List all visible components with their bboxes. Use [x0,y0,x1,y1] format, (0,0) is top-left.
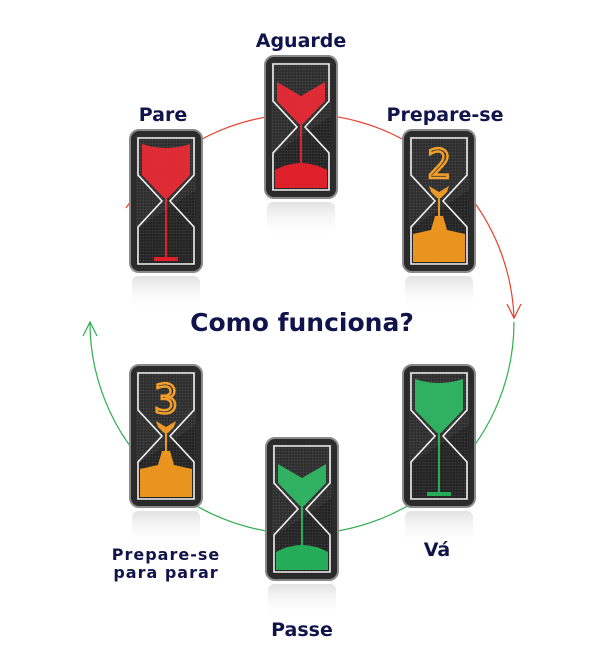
light-label-pare: Pare [139,106,188,125]
glass-glare [136,136,196,230]
sand-base [154,257,178,261]
diagram-title: Como funciona? [190,308,414,337]
glass-glare [409,371,469,465]
light-reflection [132,276,200,312]
light-reflection [405,276,473,312]
glass-glare [409,136,469,230]
hourglass-outline [273,445,331,573]
sand-pile [140,451,192,497]
sand-stream [165,198,167,258]
hourglass-light-va [402,364,476,547]
label-line: Passe [271,619,333,641]
glass-glare [272,444,332,538]
arrow-down-icon [506,303,522,320]
sand-top [278,464,326,506]
sand-stream [300,124,302,164]
hourglass-outline [410,137,468,265]
light-reflection [132,511,200,547]
sand-top [156,421,176,433]
light-reflection [405,511,473,547]
light-label-passe: Passe [271,621,333,640]
light-label-va: Vá [424,541,451,560]
hourglass-light-prepare-se: 2 [402,129,476,312]
sand-stream [438,433,440,493]
hourglass-light-prepare-se-para-parar: 3 [129,364,203,547]
hourglass-outline [137,372,195,500]
sand-base [427,492,451,496]
sand-stream [165,433,167,453]
label-line-2: para parar [113,563,219,582]
hourglass-light-passe [265,437,339,620]
label-line: Prepare-se [386,104,504,126]
light-label-prepare-se: Prepare-se [387,106,504,125]
sand-stream [438,198,440,218]
countdown-digit: 3 [154,377,178,423]
hourglass-light-aguarde [264,55,338,238]
hourglass-outline [272,63,330,191]
glass-glare [271,62,331,156]
label-line: Aguarde [255,30,347,52]
sand-stream [301,506,303,546]
sand-top [277,82,325,124]
sand-pile [275,163,327,188]
countdown-digit: 2 [427,142,451,188]
label-line: Pare [138,104,188,126]
sand-top [142,144,190,198]
hourglass-outline [410,372,468,500]
hourglass-light-pare [129,129,203,312]
hourglass-outline [137,137,195,265]
light-reflection [267,202,335,238]
sand-top [415,379,463,433]
label-line: Prepare-se [111,545,221,564]
sand-pile [276,545,328,570]
glass-glare [136,371,196,465]
label-line: Vá [423,539,451,561]
sand-pile [413,216,465,262]
sand-top [429,186,449,198]
light-label-aguarde: Aguarde [256,32,347,51]
arrow-up-icon [82,320,98,337]
light-reflection [268,584,336,620]
